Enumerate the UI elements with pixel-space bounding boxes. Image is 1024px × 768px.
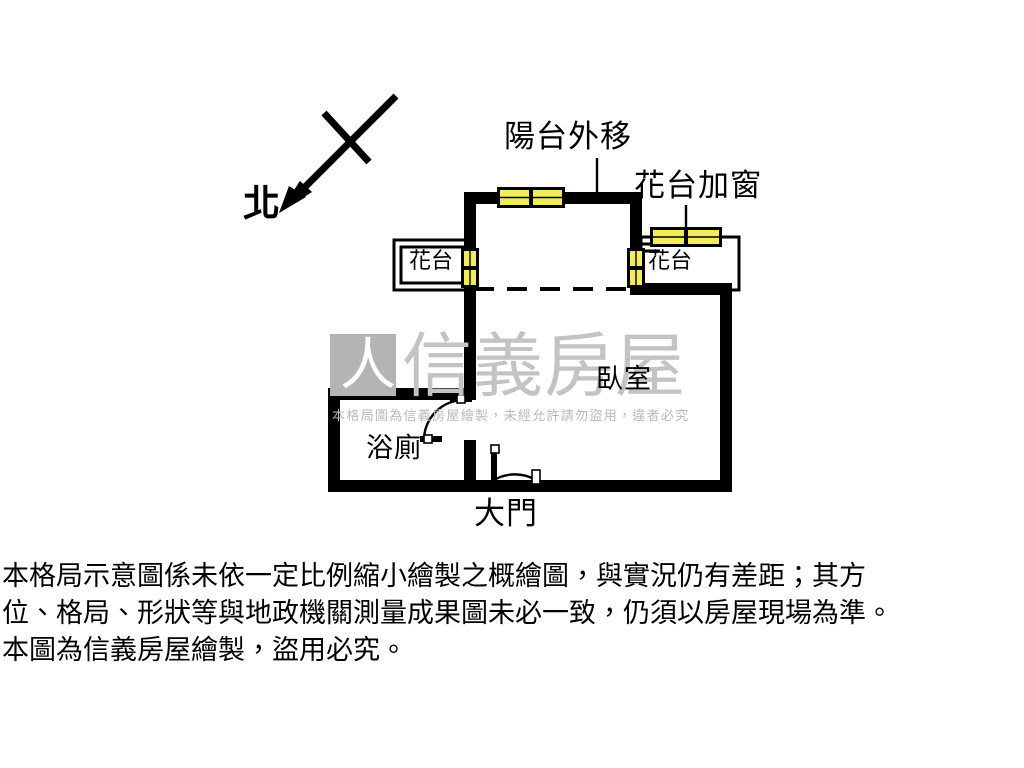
- disclaimer-line-3: 本圖為信義房屋繪製，盜用必究。: [2, 635, 407, 666]
- callout-balcony-relocation: 陽台外移: [504, 119, 632, 155]
- compass-label-north: 北: [243, 182, 280, 225]
- room-label-bedroom: 臥室: [596, 364, 652, 395]
- window-balcony-top: [497, 187, 565, 208]
- disclaimer-line-1: 本格局示意圖係未依一定比例縮小繪製之概繪圖，與實況仍有差距；其方: [2, 561, 866, 592]
- floor-plan-canvas: 人 信義房屋 本格局圖為信義房屋繪製，未經允許請勿盜用，違者必究 陽台外移 花台…: [243, 93, 762, 532]
- door-bathroom: [420, 394, 472, 444]
- disclaimer-text: 本格局示意圖係未依一定比例縮小繪製之概繪圖，與實況仍有差距；其方 位、格局、形狀…: [2, 558, 1022, 669]
- room-label-planter-right: 花台: [648, 249, 693, 274]
- window-planter-left: [461, 248, 479, 288]
- disclaimer-line-2: 位、格局、形狀等與地政機關測量成果圖未必一致，仍須以房屋現場為準。: [2, 598, 893, 629]
- floor-plan-drawing: [279, 93, 741, 492]
- north-arrow-icon: [279, 93, 399, 213]
- room-label-bathroom: 浴廁: [366, 433, 422, 464]
- room-label-planter-left: 花台: [409, 249, 454, 274]
- door-main-entrance: [490, 444, 541, 485]
- window-planter-right: [627, 248, 645, 288]
- window-planter-added: [650, 227, 722, 247]
- callout-planter-added-window: 花台加窗: [634, 168, 762, 204]
- opening-label-main-door: 大門: [474, 496, 538, 532]
